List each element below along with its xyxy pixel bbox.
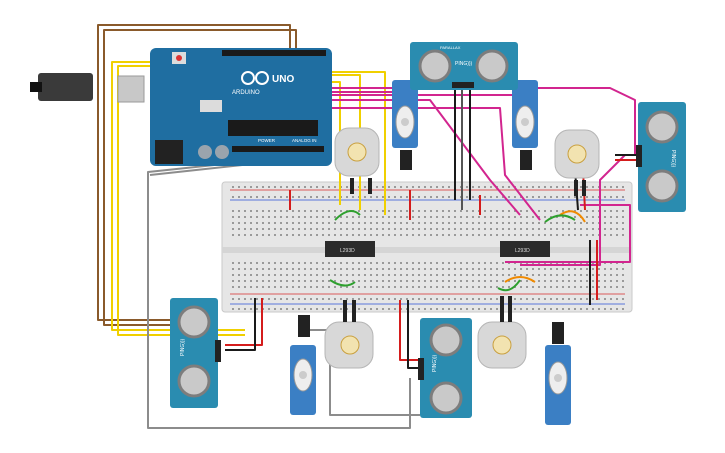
dc-motor-1 [334,127,380,177]
arduino-uno-board: UNO ARDUINO POWER ANALOG IN [30,48,332,166]
arduino-analog-label: ANALOG IN [292,138,317,143]
arduino-brand-label: ARDUINO [232,90,260,96]
motor-driver-2: L293D [500,241,550,257]
sensor-right-model-label: PING))) [670,150,676,168]
sensor-top-brand-label: PARALLAX [440,45,461,50]
dc-motor-2 [554,129,600,179]
ping-sensor-left: PING))) [170,298,221,408]
motor-driver-1: L293D [325,241,375,257]
driver-1-chip-label: L293D [340,248,355,254]
driver-2-chip-label: L293D [515,248,530,254]
breadboard [221,181,633,313]
servo-4 [545,322,571,425]
arduino-power-label: POWER [258,138,276,143]
arduino-logo [241,71,269,85]
servo-1 [392,80,418,170]
dc-motor-4 [477,321,527,369]
ping-sensor-right: PING))) [636,102,686,212]
sensor-left-model-label: PING))) [180,338,186,356]
sensor-top-model-label: PING))) [455,61,473,67]
motor-headers [343,178,586,322]
servo-3 [290,315,316,415]
servo-2 [512,80,538,170]
sensor-bottom-model-label: PING))) [432,354,438,372]
arduino-model-label: UNO [272,74,294,85]
ping-sensor-top: PING))) PARALLAX [410,42,518,90]
ping-sensor-bottom: PING))) [418,318,472,418]
breadboard-holes [232,186,624,310]
dc-motor-3 [324,321,374,369]
